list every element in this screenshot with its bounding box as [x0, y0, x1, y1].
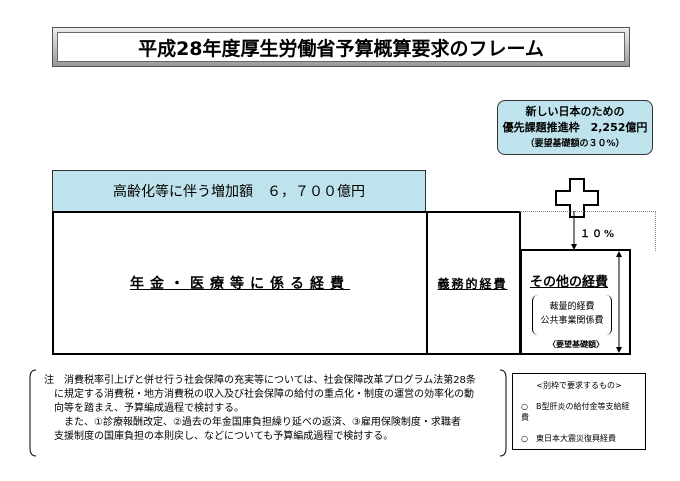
plus-icon [555, 178, 599, 218]
percent-label: １０% [580, 229, 617, 240]
mandatory-label: 義務的経費 [437, 276, 508, 291]
priority-line3: （要望基礎額の３０%） [525, 139, 625, 149]
separate-item: ○ 東日本大震災復興経費 [521, 434, 616, 443]
other-expense-title: その他の経費 [530, 275, 609, 290]
base-amount-label: 〈要望基礎額〉 [548, 340, 604, 349]
mandatory-expense-box: 義務的経費 [426, 211, 521, 355]
down-arrow-icon [571, 211, 577, 250]
increase-bar: 高齢化等に伴う増加額 ６，７００億円 [52, 170, 426, 212]
priority-box: 新しい日本のための 優先課題推進枠 2,252億円 （要望基礎額の３０%） [497, 100, 653, 155]
title-frame: 平成28年度厚生労働省予算概算要求のフレーム [52, 27, 630, 67]
priority-line2: 優先課題推進枠 2,252億円 [502, 121, 648, 134]
separate-request-box: <別枠で要求するもの> ○ B型肝炎の給付金等支給経費 ○ 東日本大震災復興経費 [512, 373, 646, 450]
note-line: に規定する消費税・地方消費税の収入及び社会保障の給付の重点化・制度の運営の効率化… [54, 389, 474, 400]
notes-bracket [29, 369, 507, 457]
note-line: 向等を踏まえ、予算編成過程で検討する。 [54, 403, 244, 414]
pension-label: 年金・医療等に係る経費 [130, 276, 350, 292]
note-line: 注 消費税率引上げと併せ行う社会保障の充実等については、社会保障改革プログラム法… [44, 375, 476, 386]
note-line: また、①診療報酬改定、②過去の年金国庫負担繰り延べの返済、③雇用保険制度・求職者 [54, 417, 461, 428]
page-title: 平成28年度厚生労働省予算概算要求のフレーム [57, 32, 625, 62]
double-arrow-icon [616, 251, 622, 353]
separate-item: ○ B型肝炎の給付金等支給経費 [521, 402, 630, 422]
discretionary-label: 裁量的経費 [549, 302, 595, 312]
public-works-label: 公共事業関係費 [540, 316, 604, 326]
other-expense-box: その他の経費 裁量的経費 公共事業関係費 〈要望基礎額〉 [520, 249, 631, 355]
other-expense-sub: 裁量的経費 公共事業関係費 [532, 295, 612, 335]
separate-header: <別枠で要求するもの> [536, 381, 622, 390]
priority-line1: 新しい日本のための [525, 105, 625, 118]
pension-medical-box: 年金・医療等に係る経費 [52, 211, 428, 355]
dotted-frame [520, 211, 656, 251]
note-line: 支援制度の国庫負担の本則戻し、などについても予算編成過程で検討する。 [54, 431, 394, 442]
notes: 注 消費税率引上げと併せ行う社会保障の充実等については、社会保障改革プログラム法… [30, 370, 506, 456]
